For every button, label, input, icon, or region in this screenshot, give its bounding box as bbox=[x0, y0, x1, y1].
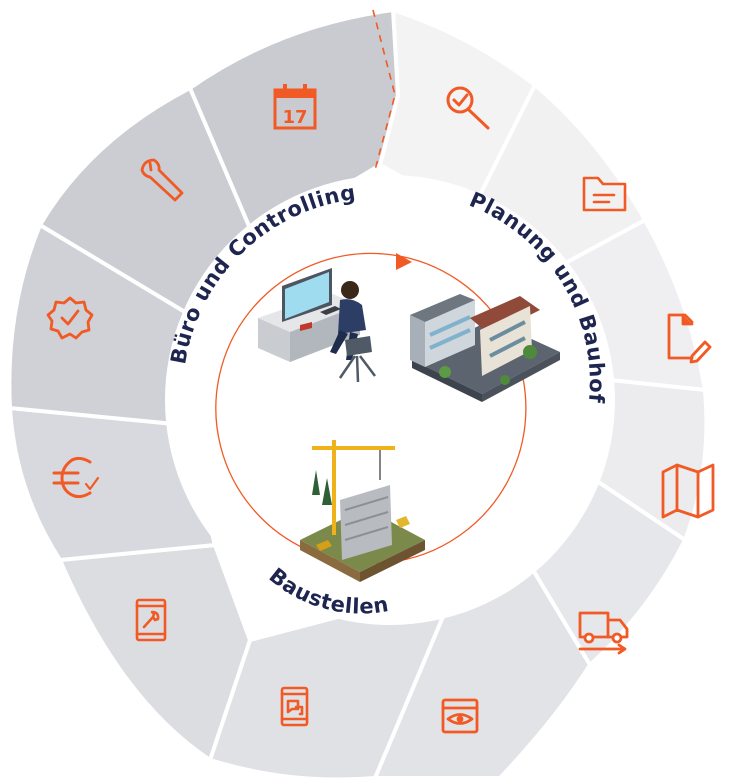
office-illustration bbox=[258, 268, 376, 383]
mobile-chat-icon bbox=[280, 686, 309, 727]
document-edit-icon bbox=[667, 313, 712, 364]
divider-dashed-line bbox=[372, 9, 396, 171]
calendar-icon: 17 bbox=[273, 84, 317, 130]
delivery-truck-icon bbox=[578, 611, 629, 655]
segment-eye[interactable] bbox=[372, 537, 593, 778]
euro-check-icon bbox=[52, 456, 100, 499]
mobile-wrench-icon bbox=[135, 598, 167, 642]
eye-window-icon bbox=[441, 698, 479, 734]
construction-site-illustration bbox=[300, 440, 425, 582]
map-icon bbox=[661, 463, 715, 519]
search-check-icon bbox=[446, 86, 490, 130]
wrench-icon bbox=[140, 158, 184, 202]
folder-icon bbox=[582, 176, 627, 212]
building-illustration bbox=[410, 294, 560, 402]
segment-mobile-wrench[interactable] bbox=[57, 542, 253, 764]
calendar-day: 17 bbox=[282, 107, 307, 128]
inner-disc bbox=[165, 175, 615, 625]
badge-check-icon bbox=[46, 296, 94, 340]
